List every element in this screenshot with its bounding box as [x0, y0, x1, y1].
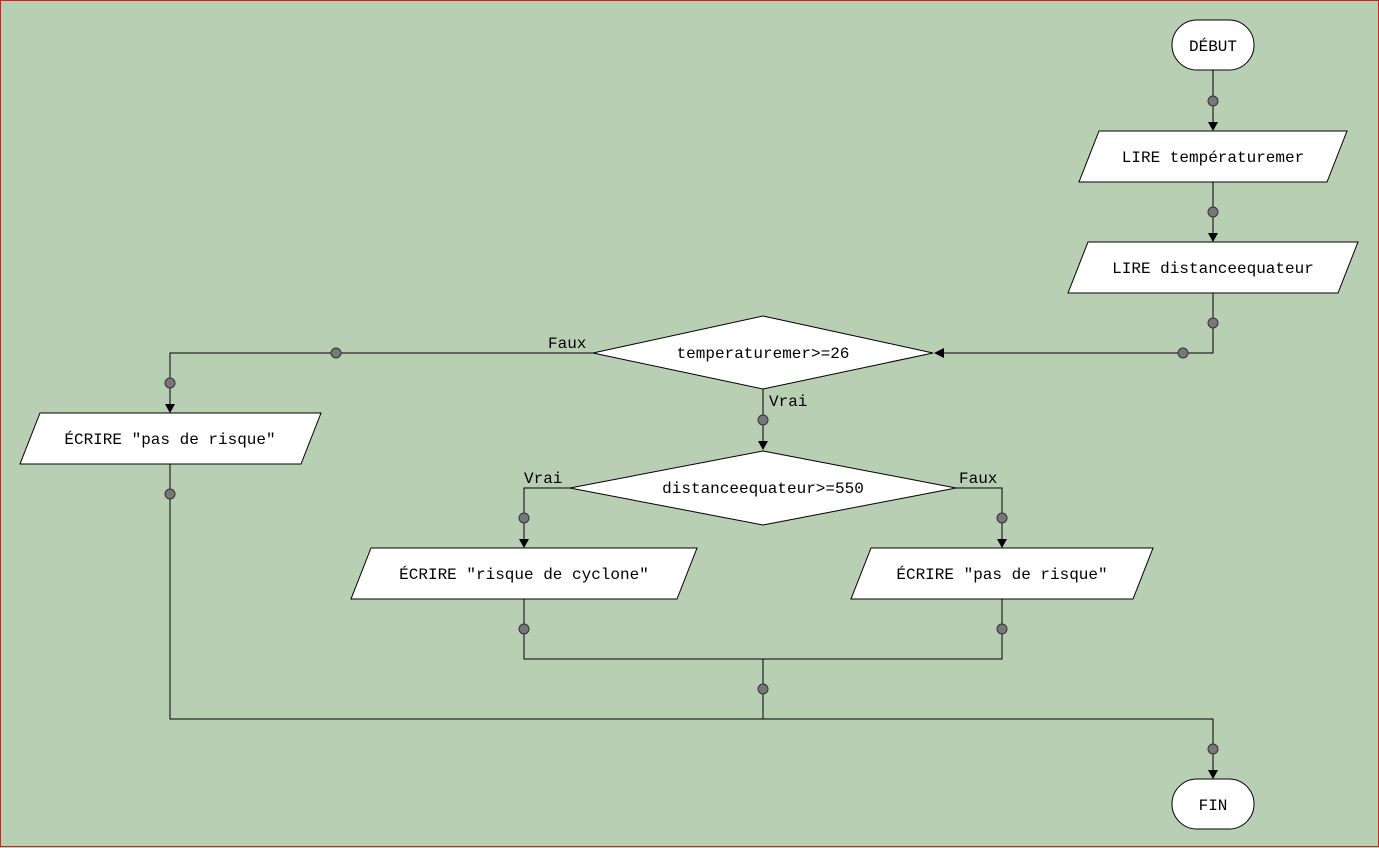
read-temperature-node[interactable]: LIRE températuremer: [1078, 130, 1348, 183]
connector-handle[interactable]: [1207, 317, 1219, 329]
end-node[interactable]: FIN: [1171, 778, 1255, 830]
connectors: [169, 70, 1214, 777]
decision-temperature-label: temperaturemer>=26: [677, 345, 850, 363]
connector-dist-true-branch: [523, 487, 570, 546]
read-temperature-label: LIRE températuremer: [1122, 149, 1304, 167]
arrowhead: [519, 539, 529, 548]
arrowheads: [165, 122, 1218, 779]
write-cyclone-risk-label: ÉCRIRE "risque de cyclone": [399, 565, 649, 584]
arrowhead: [1208, 122, 1218, 131]
temperature-true-label: Vrai: [769, 393, 807, 411]
arrowhead: [934, 348, 944, 358]
arrowhead: [165, 404, 175, 413]
write-no-risk-right-node[interactable]: ÉCRIRE "pas de risque": [850, 547, 1154, 600]
arrowhead: [1208, 233, 1218, 242]
connector-handle[interactable]: [518, 512, 530, 524]
connector-cyclone-merge: [523, 599, 1003, 660]
write-no-risk-left-node[interactable]: ÉCRIRE "pas de risque": [19, 412, 322, 465]
connector-handle[interactable]: [1207, 206, 1219, 218]
read-distance-node[interactable]: LIRE distanceequateur: [1067, 241, 1359, 294]
connector-read-dist-to-decision-temp: [943, 293, 1214, 354]
temperature-false-label: Faux: [548, 335, 586, 353]
connector-handle[interactable]: [996, 623, 1008, 635]
start-label: DÉBUT: [1189, 37, 1237, 56]
write-no-risk-left-label: ÉCRIRE "pas de risque": [64, 430, 275, 449]
distance-false-label: Faux: [959, 470, 997, 488]
read-distance-label: LIRE distanceequateur: [1112, 260, 1314, 278]
connector-handle[interactable]: [1207, 95, 1219, 107]
arrowhead: [758, 441, 768, 450]
connector-handle[interactable]: [164, 488, 176, 500]
start-node[interactable]: DÉBUT: [1171, 19, 1255, 71]
connector-handle[interactable]: [1177, 347, 1189, 359]
connector-handle[interactable]: [1207, 743, 1219, 755]
connector-temp-false-branch: [169, 352, 595, 410]
end-label: FIN: [1199, 797, 1228, 815]
write-cyclone-risk-node[interactable]: ÉCRIRE "risque de cyclone": [350, 547, 698, 600]
connector-dist-false-branch: [956, 487, 1003, 546]
connector-handle[interactable]: [757, 414, 769, 426]
connector-handle[interactable]: [757, 683, 769, 695]
arrowhead: [997, 539, 1007, 548]
connector-handle[interactable]: [164, 377, 176, 389]
distance-true-label: Vrai: [524, 470, 562, 488]
write-no-risk-right-label: ÉCRIRE "pas de risque": [896, 565, 1107, 584]
connector-handle[interactable]: [330, 347, 342, 359]
arrowhead: [1208, 770, 1218, 779]
decision-distance-label: distanceequateur>=550: [662, 480, 864, 498]
decision-temperature-node[interactable]: temperaturemer>=26: [592, 315, 934, 390]
connector-handle[interactable]: [996, 512, 1008, 524]
connector-dots: [164, 95, 1219, 755]
connector-handle[interactable]: [518, 623, 530, 635]
decision-distance-node[interactable]: distanceequateur>=550: [569, 450, 957, 526]
